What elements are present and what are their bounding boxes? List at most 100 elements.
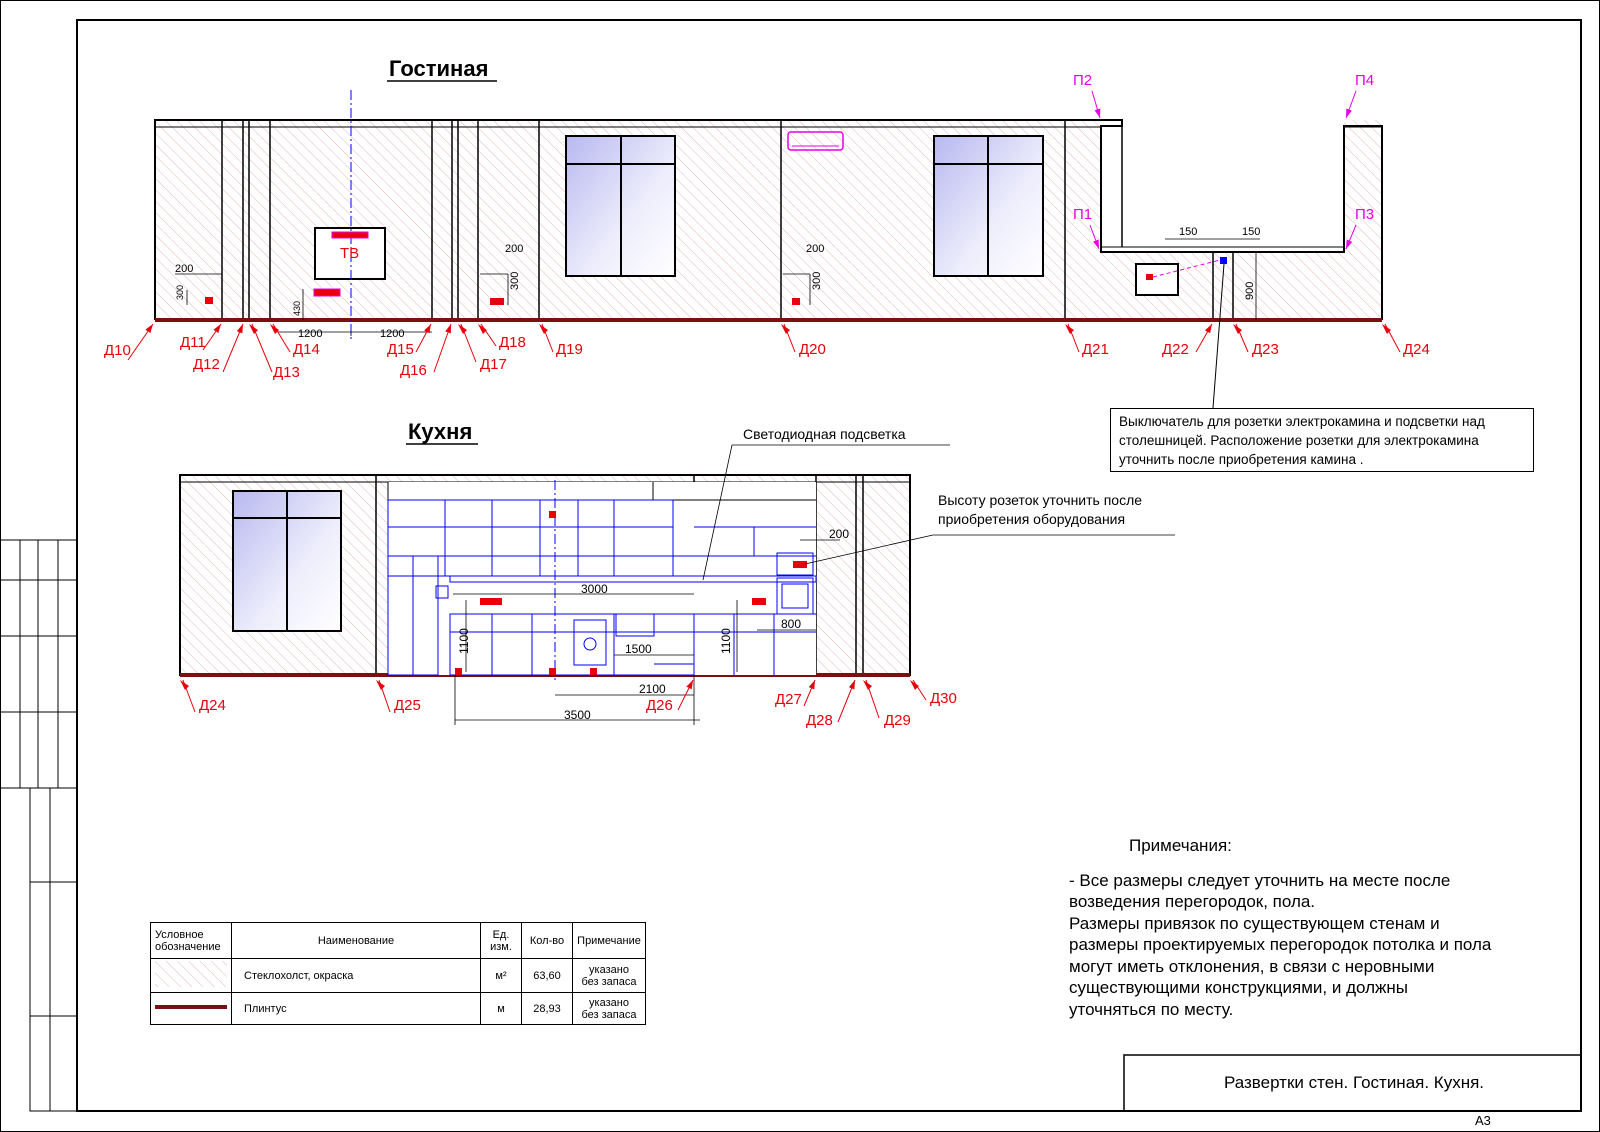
callout-led: Светодиодная подсветка — [743, 426, 906, 442]
ceiling-marker-p1: П1 — [1073, 206, 1092, 223]
switch-note: Выключатель для розетки электрокамина и … — [1110, 408, 1534, 472]
living-room-dimensions — [175, 238, 1260, 336]
ceiling-markers: П1 П2 П3 П4 — [1073, 72, 1374, 250]
dimension-label: 1100 — [457, 628, 471, 654]
legend-header-symbol-line: Условное — [155, 928, 204, 941]
wall-marker-d21: Д21 — [1082, 341, 1109, 358]
ceiling-marker-p4: П4 — [1355, 72, 1374, 89]
legend-header-row: Условное обозначение Наименование Ед. из… — [150, 922, 646, 959]
air-conditioner-icon — [787, 131, 844, 151]
socket-icon — [793, 561, 807, 568]
table-row: Стеклохолст, окраска м² 63,60 указано бе… — [150, 958, 646, 993]
wall-marker-d29: Д29 — [884, 712, 911, 729]
legend-header-note: Примечание — [572, 922, 646, 959]
legend-note-line: указано — [589, 963, 629, 976]
legend-header-symbol: Условное обозначение — [150, 922, 232, 959]
legend-note-line: без запаса — [581, 1008, 637, 1021]
dimension-label: 150 — [1242, 226, 1260, 238]
dimension-label: 3000 — [581, 582, 608, 596]
wall-marker-d13: Д13 — [273, 364, 300, 381]
dimension-label: 1200 — [380, 328, 404, 340]
dimension-label: 200 — [175, 263, 193, 275]
hatch-swatch — [155, 961, 227, 987]
callout-sockets-line-1: Высоту розеток уточнить после — [938, 492, 1142, 508]
dimension-label: 900 — [1244, 282, 1256, 300]
switch-icon — [1220, 257, 1227, 264]
living-room-elevation: ТВ — [154, 90, 1383, 409]
legend-symbol-plinth — [150, 992, 232, 1025]
dimension-label: 1500 — [625, 642, 652, 656]
legend-cell-unit: м² — [480, 958, 522, 993]
kitchen-dimensions — [453, 539, 840, 725]
legend-cell-qty: 63,60 — [521, 958, 573, 993]
socket-icon — [480, 598, 502, 605]
wall-marker-d24: Д24 — [1403, 341, 1430, 358]
notes-line: - Все размеры следует уточнить на месте … — [1069, 870, 1451, 890]
legend-header-qty: Кол-во — [521, 922, 573, 959]
socket-icon — [590, 668, 597, 675]
title-block-frame — [1123, 1054, 1582, 1112]
wall-marker-d22: Д22 — [1162, 341, 1189, 358]
ceiling-marker-p3: П3 — [1355, 206, 1374, 223]
legend-header-symbol-line: обозначение — [155, 940, 221, 953]
wall-marker-d14: Д14 — [293, 341, 320, 358]
notes-line: существующими конструкциями, и должны — [1069, 978, 1408, 997]
kitchen-title: Кухня — [408, 419, 472, 444]
tv-icon — [314, 227, 386, 280]
kitchen-cabinets — [387, 499, 817, 676]
stove-icon — [583, 637, 597, 651]
legend-header-name: Наименование — [231, 922, 481, 959]
left-stamp — [0, 539, 78, 1112]
switch-note-line-2: столешницей. Расположение розетки для эл… — [1119, 433, 1479, 448]
window-2 — [933, 135, 1044, 277]
kitchen-elevation — [179, 474, 911, 680]
tv-label: ТВ — [340, 245, 359, 262]
wall-marker-d16: Д16 — [400, 362, 427, 379]
dimension-label: 300 — [811, 272, 823, 290]
kitchen-window — [232, 490, 342, 632]
living-wall-markers: Д10 Д11 Д12 Д13 Д14 Д15 Д16 Д17 Д18 Д19 … — [104, 323, 1430, 381]
notes-line: могут иметь отклонения, в связи с неровн… — [1069, 956, 1435, 976]
wall-marker-d26: Д26 — [646, 697, 673, 714]
wall-marker-d11: Д11 — [180, 334, 206, 351]
dimension-label: 3500 — [564, 708, 591, 722]
wall-marker-d15: Д15 — [387, 341, 414, 358]
dimension-label: 200 — [505, 243, 523, 255]
wall-marker-d24: Д24 — [199, 697, 226, 714]
wall-marker-d10: Д10 — [104, 342, 131, 359]
wall-marker-d28: Д28 — [806, 712, 833, 729]
wall-marker-d25: Д25 — [394, 697, 421, 714]
socket-icon — [792, 298, 800, 305]
wall-marker-d12: Д12 — [193, 356, 220, 373]
switch-note-line-1: Выключатель для розетки электрокамина и … — [1119, 414, 1485, 429]
dimension-label: 2100 — [639, 682, 666, 696]
notes-heading: Примечания: — [1129, 836, 1232, 855]
sheet-format: А3 — [1475, 1113, 1491, 1128]
callout-sockets-line-2: приобретения оборудования — [938, 511, 1125, 527]
dimension-label: 200 — [829, 527, 849, 541]
legend-note-line: указано — [589, 996, 629, 1009]
fireplace-icon — [1135, 263, 1179, 296]
socket-icon — [549, 511, 556, 518]
legend-header-unit-line: Ед. — [492, 928, 510, 941]
living-room-title: Гостиная — [389, 56, 488, 81]
socket-icon — [490, 298, 504, 305]
window-1 — [565, 135, 676, 277]
legend-cell-name: Плинтус — [231, 992, 481, 1025]
wall-marker-d27: Д27 — [775, 691, 802, 708]
legend-cell-unit: м — [480, 992, 522, 1025]
wall-marker-d19: Д19 — [556, 341, 583, 358]
dimension-label: 1100 — [719, 628, 733, 654]
ceiling-marker-p2: П2 — [1073, 72, 1092, 89]
dimension-label: 430 — [292, 301, 302, 316]
socket-icon — [313, 288, 341, 297]
socket-icon — [549, 668, 556, 675]
notes-line: возведения перегородок, пола. — [1069, 892, 1316, 911]
plinth-swatch — [155, 1005, 227, 1009]
wall-marker-d30: Д30 — [930, 690, 957, 707]
legend-cell-note: указано без запаса — [572, 992, 646, 1025]
dimension-label: 300 — [175, 285, 185, 300]
socket-icon — [205, 297, 213, 304]
legend-header-unit: Ед. изм. — [480, 922, 522, 959]
